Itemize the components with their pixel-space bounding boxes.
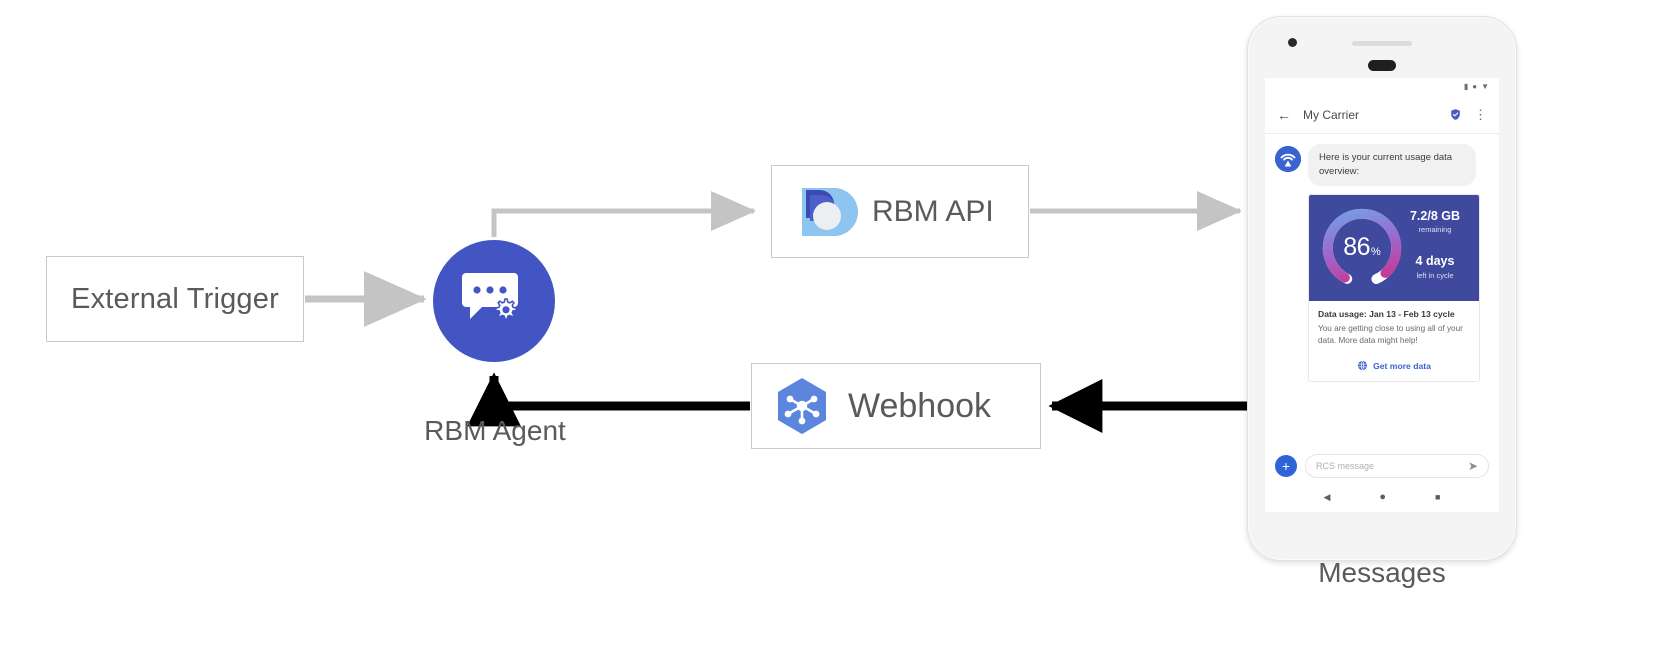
status-bar: ▮ ● ▼ <box>1265 78 1499 96</box>
conversation: Here is your current usage data overview… <box>1265 134 1499 383</box>
rbm-agent-circle <box>433 240 555 362</box>
rbm-api-label: RBM API <box>872 194 994 228</box>
signal-icon: ▮ <box>1463 82 1469 91</box>
app-bar: ← My Carrier ⋮ <box>1265 96 1499 134</box>
gauge-value: 86 % <box>1317 203 1407 293</box>
phone-camera-icon <box>1288 38 1297 47</box>
send-icon[interactable]: ➤ <box>1467 459 1478 473</box>
wifi-icon: ● <box>1472 82 1478 91</box>
data-remaining-value: 7.2/8 GB <box>1409 208 1461 223</box>
nav-recents-icon[interactable]: ■ <box>1435 492 1441 502</box>
phone-earpiece <box>1352 41 1412 46</box>
rich-card[interactable]: 86 % 7.2/8 GB remaining 4 days left in c… <box>1308 193 1480 383</box>
carrier-avatar-icon <box>1275 146 1301 172</box>
phone-chin <box>1265 512 1499 546</box>
back-arrow-icon[interactable]: ← <box>1277 106 1291 123</box>
rbm-api-node[interactable]: RBM API <box>771 165 1029 258</box>
card-body: Data usage: Jan 13 - Feb 13 cycle You ar… <box>1309 301 1479 352</box>
data-remaining-caption: remaining <box>1418 225 1452 235</box>
get-more-data-label: Get more data <box>1373 360 1431 371</box>
rcs-message-input[interactable]: RCS message ➤ <box>1305 454 1489 478</box>
chat-bubble-gear-icon <box>462 273 518 320</box>
rbm-agent-caption: RBM Agent <box>424 415 566 446</box>
external-trigger-label: External Trigger <box>71 282 279 315</box>
arrow-webhook-to-agent <box>467 372 750 427</box>
days-left-value: 4 days <box>1415 254 1455 269</box>
message-bubble: Here is your current usage data overview… <box>1308 144 1476 186</box>
get-more-data-button[interactable]: Get more data <box>1309 351 1479 381</box>
composer: + RCS message ➤ <box>1265 454 1499 478</box>
gauge-unit: % <box>1371 245 1381 258</box>
rbm-api-logo-icon <box>802 187 858 236</box>
verified-shield-icon <box>1451 109 1460 120</box>
external-trigger-node[interactable]: External Trigger <box>46 256 304 342</box>
webhook-label: Webhook <box>848 386 992 425</box>
card-description: You are getting close to using all of yo… <box>1318 323 1463 345</box>
arrow-agent-to-api <box>491 191 756 237</box>
rbm-agent-node[interactable] <box>433 240 555 362</box>
phone-screen: ▮ ● ▼ ← My Carrier ⋮ <box>1265 78 1499 512</box>
card-hero: 86 % 7.2/8 GB remaining 4 days left in c… <box>1309 194 1479 301</box>
battery-icon: ▼ <box>1481 82 1489 91</box>
card-title: Data usage: Jan 13 - Feb 13 cycle <box>1318 308 1455 319</box>
globe-icon <box>1358 360 1368 371</box>
more-vertical-icon[interactable]: ⋮ <box>1474 107 1487 122</box>
messages-caption: Messages <box>1318 557 1446 588</box>
webhook-hexagon-icon <box>778 378 826 434</box>
nav-home-icon[interactable]: ● <box>1379 491 1387 503</box>
phone-mockup: ▮ ● ▼ ← My Carrier ⋮ <box>1247 16 1517 561</box>
webhook-node[interactable]: Webhook <box>751 363 1041 449</box>
app-bar-title: My Carrier <box>1303 107 1359 122</box>
nav-back-icon[interactable]: ◀ <box>1323 491 1331 502</box>
add-icon[interactable]: + <box>1275 455 1297 477</box>
rcs-message-placeholder: RCS message <box>1316 461 1375 471</box>
days-left-caption: left in cycle <box>1416 271 1454 281</box>
usage-gauge-icon <box>1322 208 1402 287</box>
hero-stats: 7.2/8 GB remaining 4 days left in cycle <box>1400 209 1470 282</box>
android-nav-bar: ◀ ● ■ <box>1265 482 1499 512</box>
gauge-number: 86 <box>1343 233 1371 262</box>
message-row: Here is your current usage data overview… <box>1275 144 1489 186</box>
phone-speaker <box>1368 60 1396 71</box>
add-icon-glyph: + <box>1281 458 1291 474</box>
